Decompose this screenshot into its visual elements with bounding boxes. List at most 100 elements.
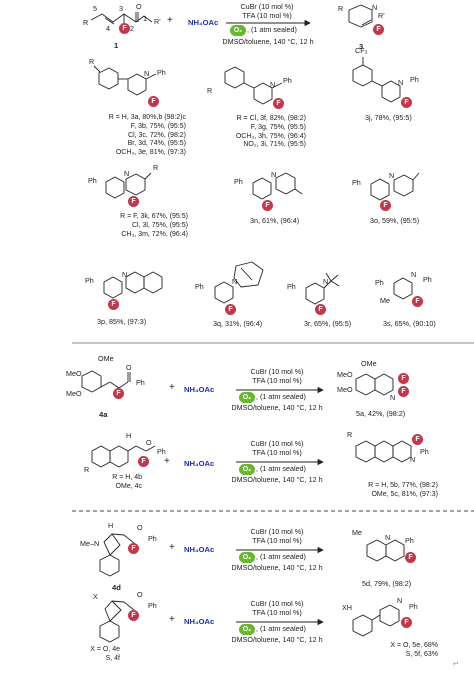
- 3j-n-label: N: [398, 78, 404, 87]
- 3o-ph-label: Ph: [352, 178, 361, 187]
- yields-5b-5c: R = H, 5b, 77%, (98:2)OMe, 5c, 81%, (97:…: [368, 482, 438, 498]
- 3n-fluorine: F: [262, 200, 273, 211]
- product-n-label: N: [372, 3, 378, 12]
- cond-4a-3: , (1 atm sealed): [256, 392, 306, 401]
- 3n-ph-label: Ph: [234, 177, 243, 186]
- fluorine-badge: F: [119, 23, 130, 34]
- product-3j-structure: [352, 57, 401, 103]
- sm-4b-structure: [91, 445, 156, 468]
- 3r-n-label: N: [323, 277, 329, 286]
- cond-4b-2: TFA (10 mol %): [252, 448, 302, 457]
- atom-5-label: 5: [93, 4, 97, 13]
- reagent-4b: NH₄OAc: [184, 459, 215, 468]
- 4a-fluorine: F: [113, 388, 124, 399]
- 3n-n-label: N: [271, 170, 277, 179]
- compound-3-label: 3: [359, 42, 364, 51]
- sm-4d-structure: [99, 533, 135, 577]
- arrow-4e: [236, 619, 324, 625]
- plus-4e: +: [169, 614, 175, 625]
- product-5e-structure: [352, 604, 400, 637]
- product-5a-structure: [355, 373, 394, 396]
- yield-3o: 3o, 59%, (95:5): [370, 216, 420, 225]
- reagent-4e: NH₄OAc: [184, 617, 215, 626]
- atom-2-label: 2: [130, 24, 134, 33]
- compound-4a-label: 4a: [99, 410, 108, 419]
- 3o-n-label: N: [389, 171, 395, 180]
- product-3p-structure: [103, 271, 163, 299]
- product-r-label: R: [338, 4, 344, 13]
- plus-sign: +: [167, 15, 173, 26]
- cond-4e-4: DMSO/toluene, 140 °C, 12 h: [231, 635, 323, 644]
- 3q-ph-label: Ph: [195, 282, 204, 291]
- 5a-n-label: N: [390, 393, 396, 402]
- yields-3k-3m: R = F, 3k, 67%, (95:5)Cl, 3l, 75%, (95:5…: [120, 213, 188, 238]
- cond-4d-3: , (1 atm sealed): [256, 552, 306, 561]
- 3k-n-label: N: [124, 169, 130, 178]
- 3r-ph-label: Ph: [287, 282, 296, 291]
- sm-4e-structure: [99, 600, 135, 643]
- cond-4d-2: TFA (10 mol %): [252, 536, 302, 545]
- sm-4a-structure: [81, 370, 131, 393]
- plus-4b: +: [164, 456, 170, 467]
- starting-material-1: [90, 12, 153, 25]
- 3q-n-label: N: [232, 277, 238, 286]
- 4a-o-label: O: [126, 363, 132, 372]
- top-arrow: [226, 20, 311, 26]
- 3a-fluorine: F: [148, 96, 159, 107]
- product-3o-structure: [370, 172, 420, 201]
- 5e-xh-label: XH: [342, 603, 352, 612]
- 4e-fluorine: F: [128, 610, 139, 621]
- 4a-meo-label-1: MeO: [66, 369, 82, 378]
- 5b-fluorine: F: [412, 434, 423, 445]
- 5a-fluorine-2: F: [398, 386, 409, 397]
- 5a-ome-label: OMe: [361, 359, 377, 368]
- 3a-ph-label: Ph: [157, 68, 166, 77]
- yield-3q: 3q, 31%, (96:4): [213, 319, 263, 328]
- r-prime-label: R': [154, 17, 161, 26]
- 4d-men-label: Me–N: [80, 539, 100, 548]
- 3j-cf3-label: CF₃: [355, 46, 368, 55]
- cond-4a-2: TFA (10 mol %): [252, 376, 302, 385]
- 5d-fluorine: F: [405, 552, 416, 563]
- 4a-meo-label-2: MeO: [66, 389, 82, 398]
- cond-4e-2: TFA (10 mol %): [252, 608, 302, 617]
- 3p-ph-label: Ph: [85, 276, 94, 285]
- compound-4d-label: 4d: [112, 583, 121, 592]
- product-5d-structure: [366, 539, 405, 562]
- 3j-ph-label: Ph: [410, 75, 419, 84]
- atom-1-label: 1: [143, 14, 147, 23]
- 3p-n-label: N: [122, 270, 128, 279]
- yields-3f-3i: R = Cl, 3f, 82%, (98:2)F, 3g, 75%, (95:5…: [235, 115, 306, 149]
- 3s-fluorine: F: [412, 296, 423, 307]
- o2-badge: O₂: [230, 25, 246, 36]
- cond-4a-1: CuBr (10 mol %): [250, 367, 304, 376]
- cond-4e-3: , (1 atm sealed): [256, 624, 306, 633]
- product-3s-structure: [393, 277, 413, 300]
- 4a-ph-label: Ph: [136, 378, 145, 387]
- atom-o-label: O: [136, 2, 142, 11]
- 5b-ph-label: Ph: [420, 447, 429, 456]
- plus-4a: +: [169, 382, 175, 393]
- condition-acid: TFA (10 mol %): [242, 11, 292, 20]
- 4d-h-label: H: [108, 521, 114, 530]
- 5d-ph-label: Ph: [405, 536, 414, 545]
- 3k-fluorine: F: [128, 196, 139, 207]
- 3s-ph-label: Ph: [375, 278, 384, 287]
- arrow-4a: [236, 387, 324, 393]
- arrow-4d: [236, 547, 324, 553]
- product-3k-structure: [105, 172, 152, 199]
- 5a-meo-label-2: MeO: [337, 385, 353, 394]
- 5d-me-label: Me: [352, 528, 362, 537]
- atom-4-label: 4: [106, 24, 110, 33]
- yield-5d: 5d, 79%, (98:2): [362, 579, 412, 588]
- yield-3p: 3p, 85%, (97:3): [97, 317, 147, 326]
- 4e-x-label: X: [93, 592, 98, 601]
- yield-3n: 3n, 61%, (96:4): [250, 216, 300, 225]
- condition-atmosphere: , (1 atm sealed): [247, 25, 297, 34]
- 4e-ph-label: Ph: [148, 601, 157, 610]
- condition-catalyst: CuBr (10 mol %): [240, 2, 294, 11]
- 3f-n-label: N: [270, 80, 276, 89]
